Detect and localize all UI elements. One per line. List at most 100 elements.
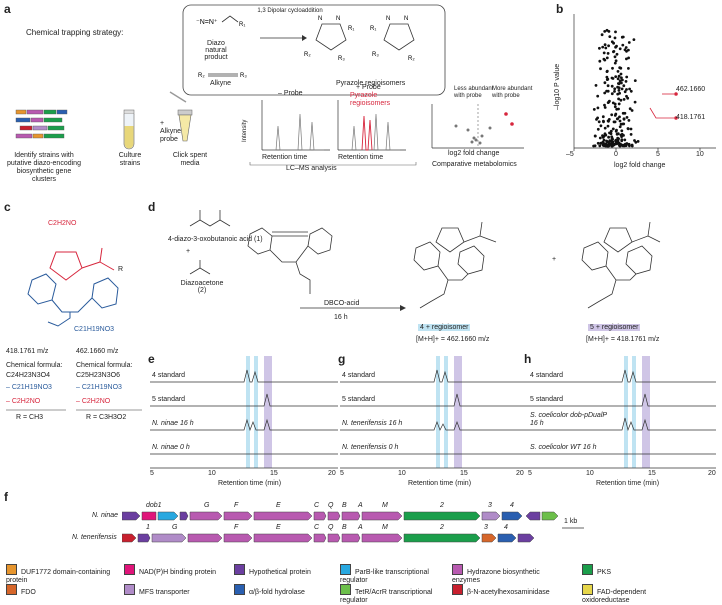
eppendorf-tube-icon (169, 91, 193, 142)
volcano-point (605, 28, 609, 32)
legend-swatch (340, 584, 351, 595)
volcano-xtick-1: 0 (614, 151, 618, 158)
svg-text:R₂: R₂ (198, 73, 205, 79)
h-xlabel: Retention time (min) (596, 480, 660, 487)
volcano-point (625, 116, 629, 119)
volcano-point (600, 33, 604, 37)
g-xtick-20: 20 (516, 470, 524, 477)
gene-label-r1-B: B (342, 502, 347, 509)
volcano-point (618, 47, 622, 51)
volcano-point (621, 144, 625, 148)
step3-top-text: + Alkyne probe (160, 120, 182, 143)
pyrazole-regio-red-label: Pyrazole regioisomers (350, 92, 391, 107)
panel-label-a: a (4, 2, 11, 16)
volcano-point (605, 70, 609, 73)
legend-item: DUF1772 domain-containing protein (6, 564, 116, 585)
legend-label: Hydrazone biosynthetic enzymes (452, 569, 540, 584)
c-divider (6, 409, 142, 411)
volcano-point (623, 111, 627, 115)
chromatogram-g (340, 356, 528, 469)
volcano-point (623, 142, 627, 146)
volcano-point (623, 90, 627, 94)
gene-label-dob1: dob1 (146, 502, 162, 509)
volcano-point (620, 76, 623, 80)
h-trace-1: 4 standard (530, 372, 564, 379)
gene-label-r1-E: E (276, 502, 281, 509)
scale-bar-label: 1 kb (564, 518, 578, 525)
volcano-point (611, 77, 615, 80)
svg-text:R₃: R₃ (240, 73, 247, 79)
volcano-point (598, 144, 602, 148)
legend-swatch (582, 584, 593, 595)
panel-label-h: h (524, 352, 532, 366)
retention-label-2: Retention time (338, 154, 384, 161)
volcano-point (596, 94, 600, 98)
gene-label-r1-F: F (234, 502, 239, 509)
alkyne-label: Alkyne (210, 80, 232, 87)
volcano-point (598, 59, 602, 63)
legend-item: NAD(P)H binding protein (124, 564, 234, 577)
volcano-point (627, 67, 630, 70)
volcano-point (605, 139, 608, 143)
legend-swatch (6, 564, 17, 575)
volcano-point (605, 56, 609, 60)
volcano-point (621, 78, 624, 82)
volcano-point (599, 124, 603, 128)
chromatogram-e (150, 356, 338, 469)
volcano-point (608, 131, 611, 135)
less-abundant-label: Less abundant with probe (454, 86, 494, 99)
legend-item: Hydrazone biosynthetic enzymes (452, 564, 562, 585)
volcano-point (601, 45, 605, 49)
dbco-label: DBCO-acid (324, 300, 360, 307)
volcano-point (603, 91, 607, 95)
c-chem2-label: Chemical formula: (76, 362, 133, 369)
svg-text:R₂: R₂ (408, 56, 415, 62)
volcano-point (603, 43, 607, 47)
volcano-point (628, 87, 631, 91)
volcano-point (609, 142, 612, 146)
minus-probe-chromatogram (261, 100, 330, 151)
volcano-point (619, 98, 623, 102)
minus-probe-label: – Probe (278, 90, 303, 97)
volcano-point (625, 49, 628, 53)
legend-label: MFS transporter (139, 589, 190, 596)
volcano-point (610, 113, 614, 117)
volcano-point (620, 35, 624, 39)
gene-label-r1-A: A (358, 502, 363, 509)
c-minus-blue-1: – C21H19NO3 (6, 384, 52, 391)
lcms-bracket (249, 162, 417, 166)
step3-text: Click spent media (172, 152, 208, 167)
volcano-point (613, 55, 617, 59)
volcano-point (614, 45, 617, 49)
volcano-point (615, 132, 619, 136)
volcano-point (629, 127, 633, 131)
volcano-annotation-418: 418.1761 (676, 114, 706, 121)
svg-text:R₃: R₃ (338, 56, 345, 62)
volcano-point (616, 70, 620, 73)
volcano-point (612, 50, 616, 53)
legend-label: FDO (21, 589, 36, 596)
cmpd2-label: Diazoacetone (2) (180, 280, 224, 294)
culture-tube-icon (123, 109, 135, 150)
reaction-label: 1,3 Dipolar cycloaddition (257, 8, 323, 14)
volcano-point (609, 129, 613, 133)
c-r1: R = CH3 (16, 414, 44, 421)
f-row1-label: N. ninae (92, 512, 119, 519)
legend-swatch (452, 584, 463, 595)
legend-swatch (452, 564, 463, 575)
volcano-point (618, 115, 621, 119)
e-xlabel: Retention time (min) (218, 480, 282, 487)
volcano-point (617, 107, 620, 111)
volcano-point (618, 91, 621, 95)
gene-label-r2-2: 2 (440, 524, 444, 531)
lcms-label: LC–MS analysis (286, 165, 337, 172)
volcano-point (624, 80, 628, 83)
legend-item: ParB-like transcriptional regulator (340, 564, 450, 585)
h-trace-2: 5 standard (530, 396, 564, 403)
legend-label: ParB-like transcriptional regulator (340, 569, 429, 584)
e-trace-3: N. ninae 16 h (152, 420, 194, 427)
g-xlabel: Retention time (min) (408, 480, 472, 487)
volcano-point (596, 106, 600, 110)
volcano-point (616, 77, 620, 81)
legend-item: TetR/AcrR transcriptional regulator (340, 584, 450, 605)
